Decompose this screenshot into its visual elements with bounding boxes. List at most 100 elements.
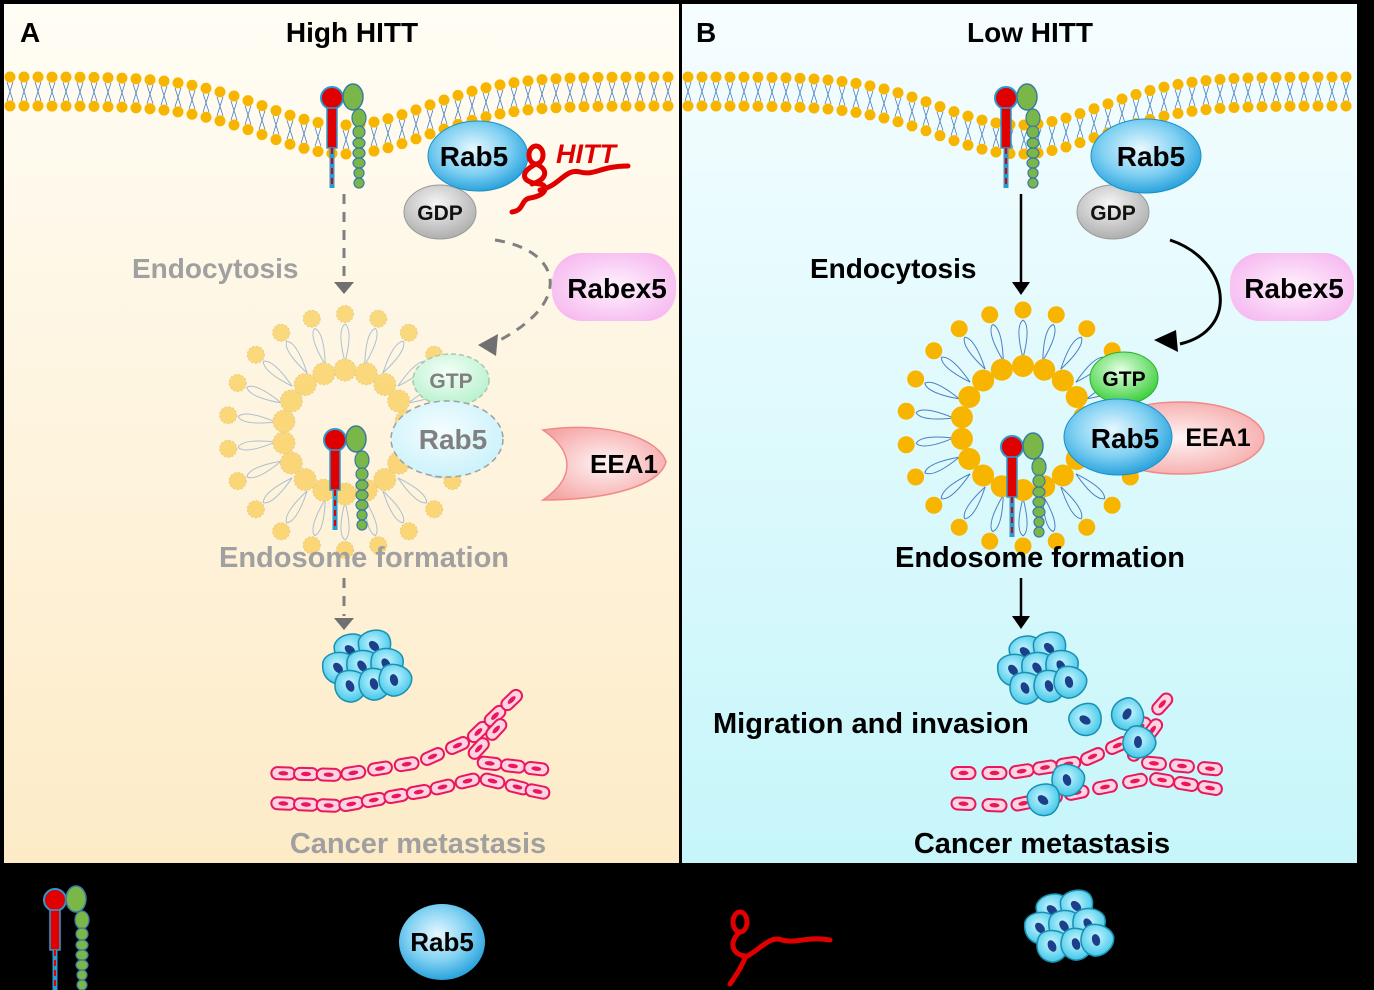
lipid-head — [228, 90, 240, 102]
receptor-green-bead — [355, 489, 369, 501]
lipid-tail — [622, 82, 630, 102]
lipid-tail — [1042, 323, 1054, 361]
lipid-head — [972, 369, 995, 392]
lipid-head — [1046, 115, 1058, 127]
lipid-head — [981, 532, 999, 550]
lipid-tail — [340, 323, 346, 363]
lipid-tail — [285, 490, 308, 524]
lipid-head — [312, 116, 324, 128]
lipid-tail — [1076, 118, 1084, 138]
lipid-head — [948, 106, 960, 118]
lipid-head — [46, 71, 58, 83]
lipid-tail — [237, 441, 276, 451]
lipid-head — [46, 100, 58, 112]
lipid-head — [564, 72, 576, 84]
lipid-tail — [1020, 129, 1028, 150]
lipid-head — [340, 119, 352, 131]
lipid-head — [256, 129, 268, 141]
panel-b-letter: B — [696, 17, 716, 48]
lipid-head — [864, 80, 876, 92]
lipid-head — [696, 100, 708, 112]
lipid-tail — [263, 477, 293, 504]
cell-membrane-a — [4, 71, 674, 160]
lipid-head — [962, 139, 974, 151]
lipid-head — [102, 72, 114, 84]
receptor-pair-endosome-a — [323, 425, 370, 531]
lipid-head — [354, 362, 378, 386]
lipid-tail — [370, 126, 378, 147]
endothelial-cell — [393, 756, 420, 773]
lipid-head — [466, 85, 478, 97]
lipid-tail — [964, 336, 986, 370]
lipid-tail — [915, 437, 954, 447]
cell-nucleus — [345, 680, 355, 692]
lipid-head — [1312, 100, 1324, 112]
lipid-head — [976, 143, 988, 155]
lipid-head — [710, 100, 722, 112]
lipid-tail — [824, 84, 832, 105]
endothelial-nucleus — [1205, 766, 1215, 771]
lipid-tail — [300, 124, 308, 144]
lipid-tail — [552, 83, 560, 103]
receptor-green-bead — [1033, 516, 1045, 528]
lipid-head — [606, 71, 618, 83]
endothelial-nucleus — [278, 801, 289, 806]
lipid-head — [780, 72, 792, 84]
lipid-head — [284, 109, 296, 121]
receptor-green-bead — [1032, 474, 1046, 488]
lipid-tail — [740, 82, 748, 102]
cancer-cell — [1110, 697, 1145, 731]
lipid-tail — [344, 323, 350, 363]
cell-nucleus — [389, 674, 399, 686]
cell-nucleus — [1071, 938, 1081, 950]
lipid-head — [279, 389, 303, 413]
lipid-head — [424, 99, 436, 111]
rab5-node-b — [1090, 118, 1202, 194]
lipid-tail — [924, 381, 960, 400]
rab5-endosome-node-b — [1063, 398, 1173, 476]
lipid-head — [648, 71, 660, 83]
lipid-head — [976, 114, 988, 126]
lipid-tail — [104, 82, 112, 102]
lipid-head — [373, 373, 397, 397]
lipid-head — [116, 101, 128, 113]
panel-a-title: High HITT — [286, 17, 418, 48]
lipid-head — [1078, 518, 1096, 536]
migrating-cells-b — [1026, 697, 1157, 817]
lipid-head — [864, 109, 876, 121]
endothelial-nucleus — [346, 801, 357, 807]
lipid-tail — [6, 81, 14, 102]
cell-membrane-b — [682, 71, 1352, 160]
lipid-head — [920, 96, 932, 108]
panel-a-letter: A — [20, 17, 40, 48]
lipid-head — [425, 500, 444, 519]
lipid-tail — [1188, 87, 1196, 107]
receptor-green-bead — [1027, 177, 1039, 189]
endothelial-cell — [479, 772, 506, 790]
lipid-tail — [1090, 113, 1098, 133]
lipid-head — [564, 101, 576, 113]
lipid-head — [272, 522, 291, 541]
lipid-tail — [580, 82, 588, 102]
lipid-head — [1312, 71, 1324, 83]
endothelial-cell — [270, 796, 297, 811]
lipid-head — [1060, 112, 1072, 124]
receptor-green-bead — [352, 147, 366, 159]
lipid-head — [452, 89, 464, 101]
legend-rab5-label: Rab5 — [410, 927, 474, 957]
lipid-head — [950, 427, 973, 450]
receptor-green-bead — [74, 910, 90, 930]
lipid-head — [1284, 100, 1296, 112]
lipid-head — [925, 342, 943, 360]
lipid-tail — [1160, 91, 1168, 112]
lipid-head — [60, 100, 72, 112]
lipid-head — [200, 82, 212, 94]
lipid-tail — [1286, 82, 1294, 102]
endothelial-cell — [500, 758, 526, 774]
lipid-tail — [1060, 336, 1082, 370]
endothelial-cell — [293, 797, 319, 812]
lipid-head — [897, 436, 915, 454]
endocytosis-label-a: Endocytosis — [132, 253, 298, 284]
lipid-head — [878, 83, 890, 95]
receptor-green-bead — [76, 969, 88, 981]
